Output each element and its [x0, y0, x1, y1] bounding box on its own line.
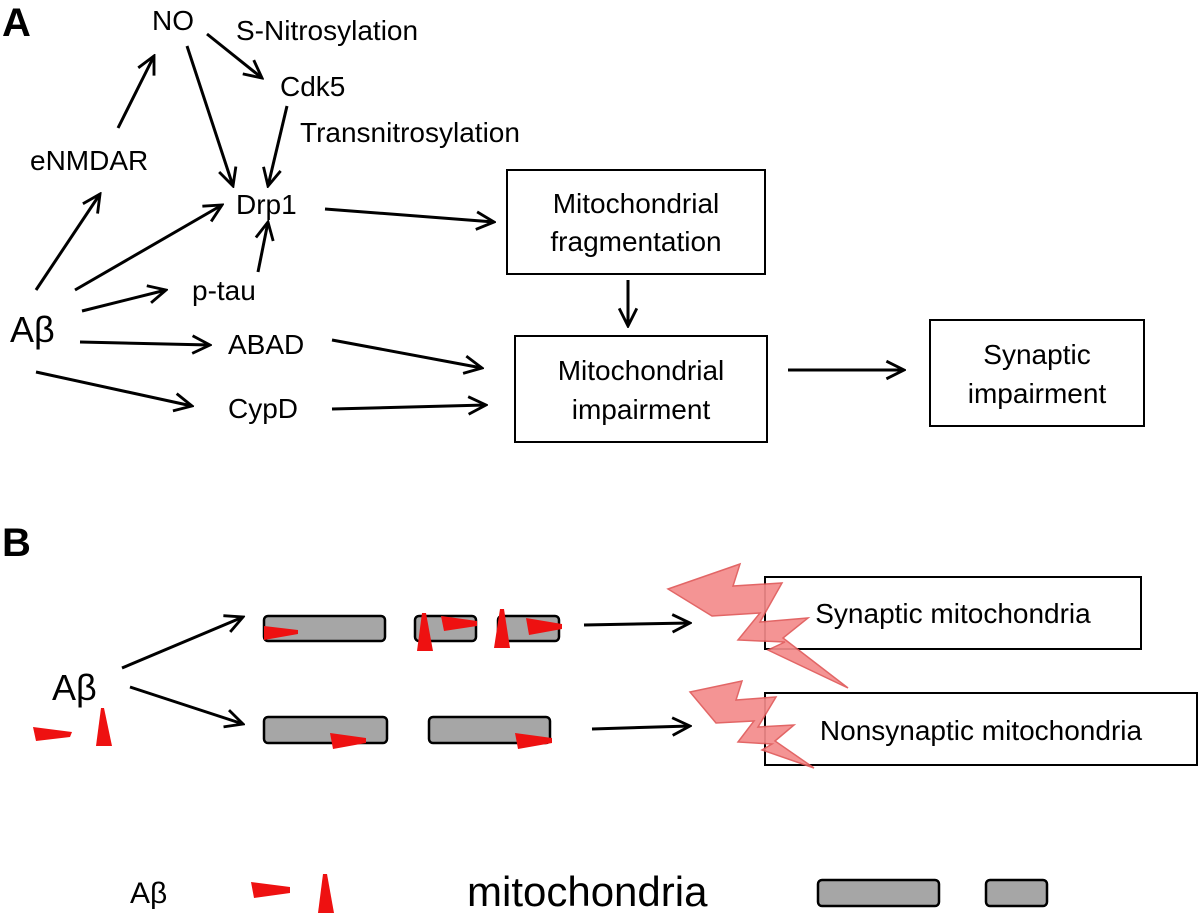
legend-mitochondria-label: mitochondria — [467, 868, 708, 915]
box-impairment-line1: Mitochondrial — [558, 355, 725, 386]
panel-a-label: A — [2, 1, 31, 45]
damage-bolt-icon — [688, 680, 815, 769]
abeta-marker — [33, 727, 72, 741]
box-synaptic-impairment: Synaptic impairment — [929, 319, 1145, 427]
panel-b-arrows — [121, 617, 690, 729]
box-mitochondrial-impairment: Mitochondrial impairment — [514, 335, 768, 443]
abeta-marker — [515, 733, 552, 749]
arrow-p-tau-to-drp1 — [258, 222, 268, 273]
panel-b-abeta-markers — [33, 708, 112, 746]
arrow-abeta-to-nonsynaptic-mito — [129, 685, 243, 724]
box-fragmentation-line1: Mitochondrial — [553, 188, 720, 219]
arrow-cypd-to-impairment — [331, 405, 486, 409]
arrow-nonsynaptic-to-damage — [591, 726, 690, 729]
label-s-nitrosylation: S-Nitrosylation — [236, 15, 418, 46]
arrow-abeta-to-abad — [79, 342, 210, 345]
box-synaptic-line2: impairment — [968, 378, 1107, 409]
arrow-abeta-to-cypd — [35, 370, 192, 406]
legend-mitochondrion — [984, 878, 1049, 908]
abeta-marker — [264, 626, 298, 640]
panel-a-arrows — [34, 32, 904, 409]
arrow-no-to-cdk5 — [206, 32, 262, 78]
synaptic-mitochondria-box: Synaptic mitochondria — [764, 576, 1142, 650]
box-fragmentation-line2: fragmentation — [550, 226, 721, 257]
abeta-marker — [526, 618, 562, 635]
node-enmdar: eNMDAR — [30, 145, 148, 176]
box-synaptic-line1: Synaptic — [983, 339, 1090, 370]
nonsynaptic-mitochondria-label: Nonsynaptic mitochondria — [820, 715, 1143, 746]
node-no: NO — [152, 5, 194, 36]
arrow-synaptic-to-damage — [583, 623, 690, 625]
synaptic-mitochondria-row — [262, 609, 562, 651]
damage-bolt-icon — [666, 562, 849, 689]
legend-abeta-marker — [318, 874, 334, 913]
arrow-abeta-to-drp1 — [74, 205, 222, 292]
arrow-abeta-to-enmdar — [34, 194, 100, 291]
node-abad: ABAD — [228, 329, 304, 360]
node-abeta: Aβ — [10, 309, 55, 350]
mitochondrion — [262, 715, 389, 745]
abeta-marker — [330, 733, 366, 749]
legend-abeta-marker — [251, 882, 290, 898]
panel-b-label: B — [2, 521, 31, 565]
arrow-cdk5-to-drp1 — [268, 105, 289, 186]
legend-abeta-label: Aβ — [130, 877, 167, 910]
nonsynaptic-mitochondria-box: Nonsynaptic mitochondria — [764, 692, 1198, 766]
legend: Aβ mitochondria — [130, 868, 1049, 915]
label-transnitrosylation: Transnitrosylation — [300, 117, 520, 148]
synaptic-mitochondria-label: Synaptic mitochondria — [815, 598, 1091, 629]
arrow-abad-to-impairment — [331, 338, 482, 368]
node-cypd: CypD — [228, 393, 298, 424]
node-drp1: Drp1 — [236, 189, 297, 220]
abeta-marker — [96, 708, 112, 746]
arrow-abeta-to-synaptic-mito — [121, 617, 243, 670]
node-cdk5: Cdk5 — [280, 71, 345, 102]
abeta-marker — [441, 616, 477, 631]
arrow-abeta-to-p-tau — [81, 290, 166, 313]
abeta-marker — [494, 609, 510, 648]
legend-mitochondrion — [816, 878, 941, 908]
node-p-tau: p-tau — [192, 275, 256, 306]
abeta-marker — [417, 613, 433, 651]
box-impairment-line2: impairment — [572, 394, 711, 425]
arrow-no-to-drp1 — [185, 45, 233, 186]
box-mitochondrial-fragmentation: Mitochondrial fragmentation — [506, 169, 766, 275]
panel-b-abeta-label: Aβ — [52, 667, 97, 708]
arrow-drp1-to-fragmentation — [324, 207, 494, 222]
arrow-enmdar-to-no — [116, 56, 154, 129]
nonsynaptic-mitochondria-row — [262, 715, 552, 749]
